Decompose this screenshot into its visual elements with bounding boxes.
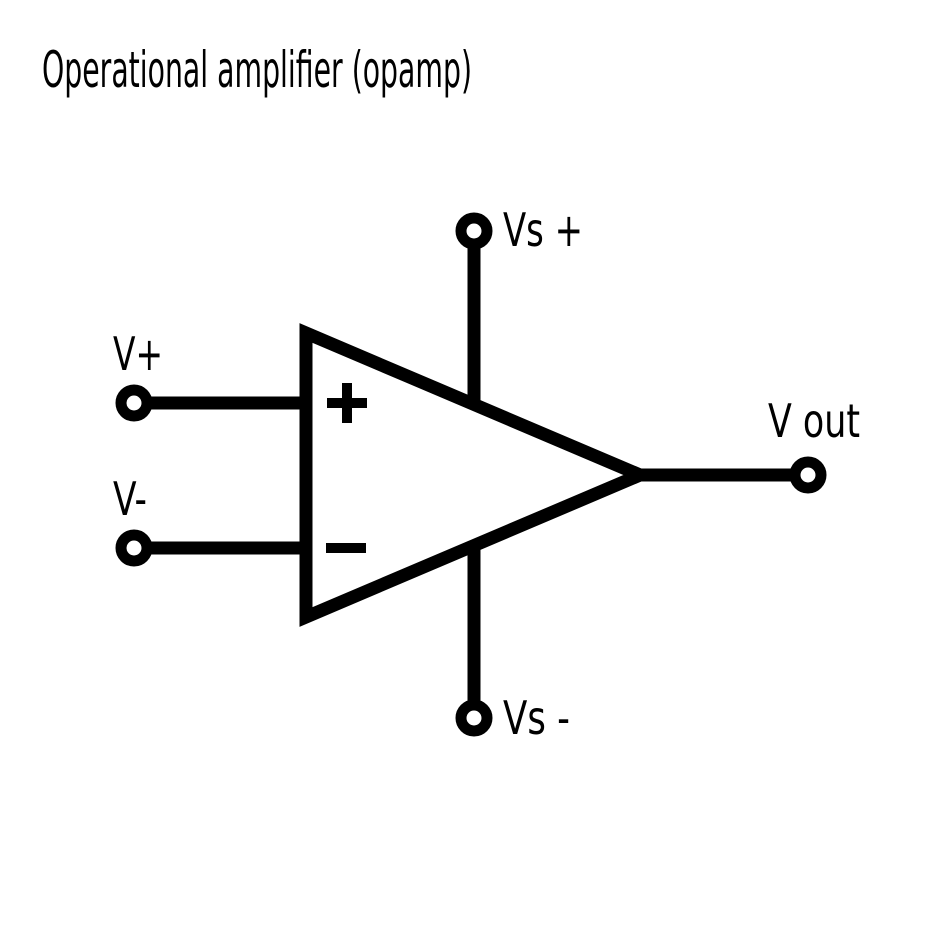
terminal-non-inverting-input — [115, 384, 153, 422]
terminal-positive-supply — [455, 212, 493, 250]
terminal-inverting-input — [115, 529, 153, 567]
label-positive-supply: Vs + — [503, 203, 583, 257]
terminal-output — [789, 456, 827, 494]
label-non-inverting-input: V+ — [113, 327, 163, 381]
label-inverting-input: V- — [113, 472, 147, 526]
label-negative-supply: Vs - — [503, 691, 570, 745]
terminal-negative-supply — [455, 699, 493, 737]
opamp-triangle — [299, 323, 657, 627]
plus-icon — [327, 383, 367, 423]
label-output: V out — [768, 394, 860, 448]
page-title: Operational amplifier (opamp) — [42, 41, 472, 99]
